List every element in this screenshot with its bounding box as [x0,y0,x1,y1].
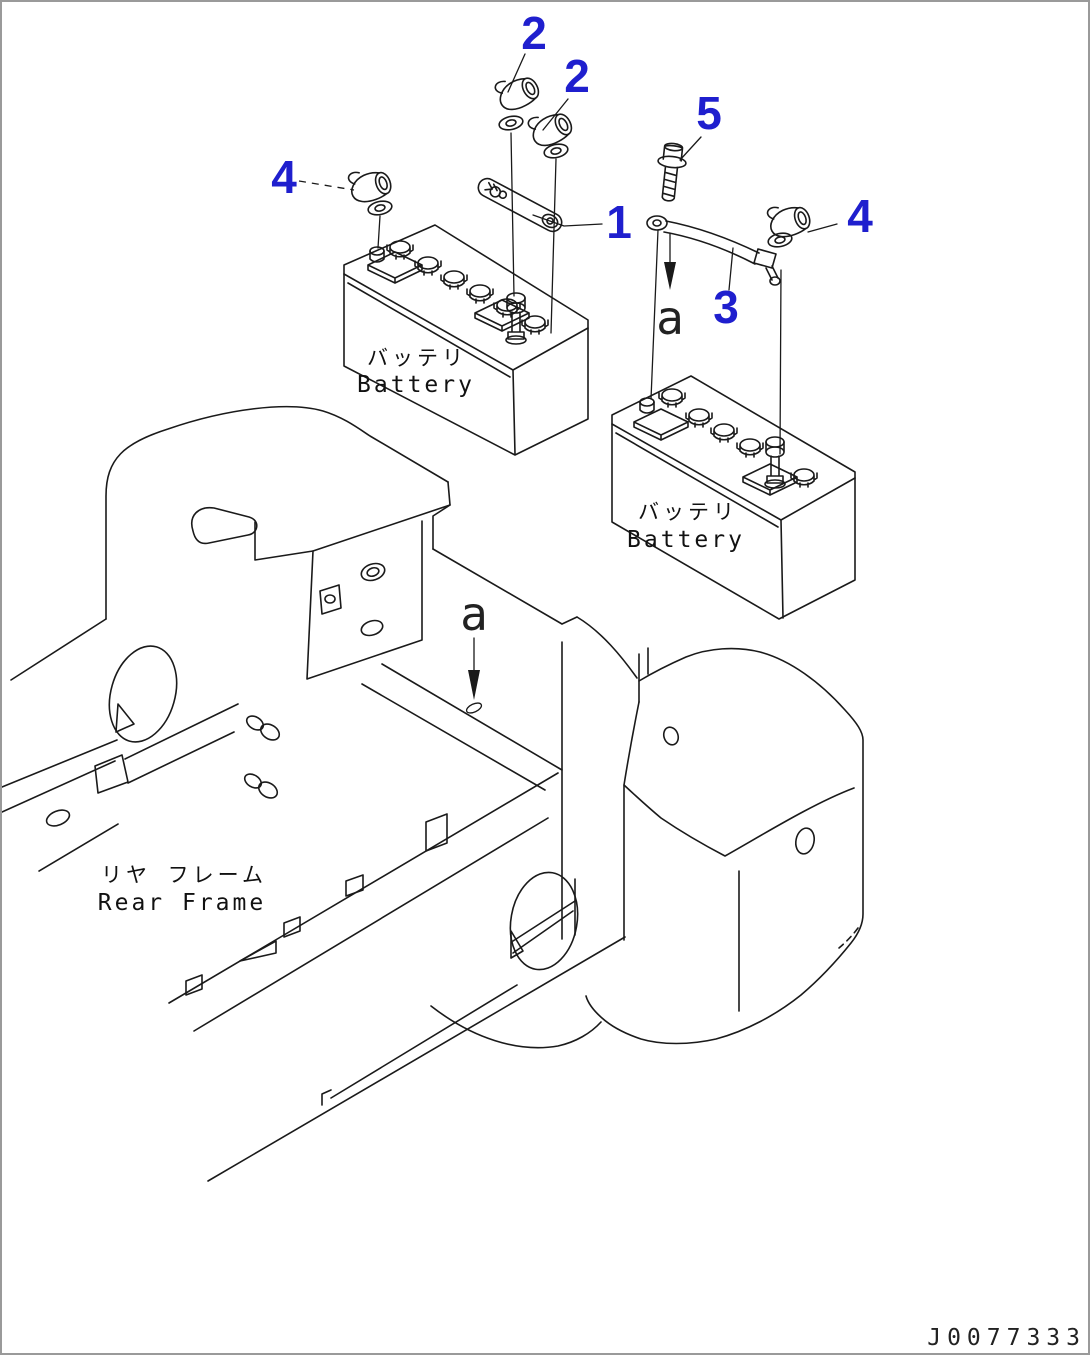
down-arrow-icon [468,670,480,700]
battery-upper-label-jp: バッテリ [367,346,467,370]
callout-4-left: 4 [271,151,297,203]
view-marker-upper-label: a [656,291,684,345]
callout-2-upper: 2 [521,7,547,59]
callout-4-right: 4 [847,190,873,242]
part-4-right-washer [766,230,794,250]
drawing-number: J0077333 [927,1325,1086,1351]
callout-1: 1 [606,196,632,248]
callout-3: 3 [713,281,739,333]
part-4-left-terminal-cover [344,161,395,208]
part-2-upper-terminal-cover [491,66,544,116]
assembly-leader-lines [377,132,782,455]
view-marker-lower-label: a [460,587,488,641]
battery-upper-drawing [343,224,589,456]
part-5-bolt [657,142,687,202]
rear-frame-label-jp: リヤ フレーム [101,863,267,887]
battery-lower-label-en: Battery [627,527,745,553]
down-arrow-icon [664,262,676,290]
battery-lower-drawing [611,375,856,620]
battery-lower-label-jp: バッテリ [638,500,738,524]
part-2-upper-washer [497,113,525,133]
view-marker-lower: a [460,587,488,714]
part-3-battery-cable [646,215,781,286]
component-labels: バッテリ Battery バッテリ Battery リヤ フレーム Rear F… [98,346,745,916]
part-1-terminal-link [477,177,563,233]
callout-5: 5 [696,87,722,139]
view-marker-upper: a [656,232,684,345]
battery-upper-label-en: Battery [357,372,475,398]
callouts: 2 2 5 4 1 3 4 [271,7,873,333]
rear-frame-label-en: Rear Frame [98,890,266,916]
callout-2-lower: 2 [564,50,590,102]
part-2-lower-terminal-cover [524,102,577,152]
rear-frame-drawing [2,405,864,1182]
part-4-left-washer [366,198,394,218]
